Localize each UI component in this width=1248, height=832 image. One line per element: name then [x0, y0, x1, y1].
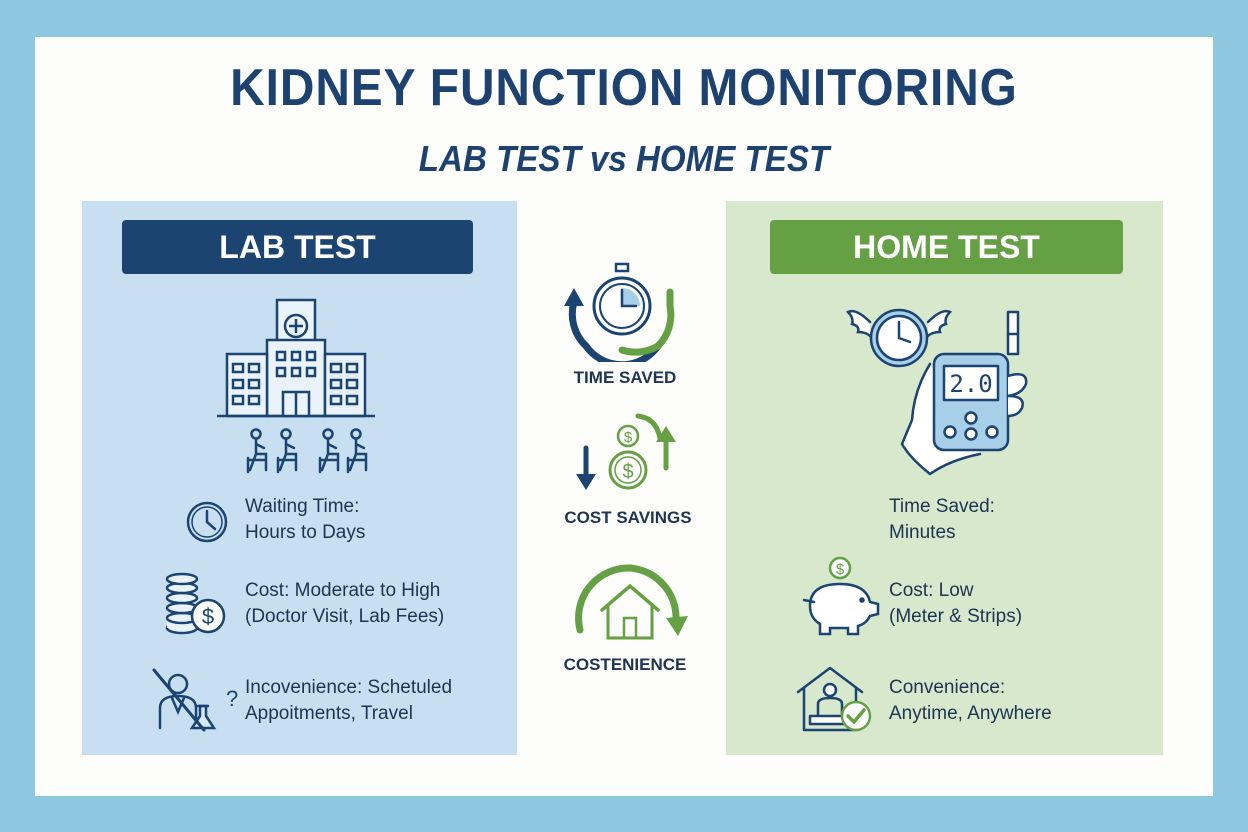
- home-checkmark-icon: [794, 666, 876, 736]
- winged-clock-icon: [846, 302, 952, 368]
- lab-test-panel: [82, 201, 517, 755]
- home-cost-text: Cost: Low(Meter & Strips): [889, 580, 1023, 627]
- lab-cost-text: Cost: Moderate to High(Doctor Visit, Lab…: [245, 580, 445, 627]
- lab-waiting-text: Waiting Time:Hours to Days: [245, 496, 366, 543]
- meter-display-value: 2.0: [949, 370, 993, 398]
- cost-savings-icon: $ $: [568, 408, 684, 496]
- home-test-panel: [726, 201, 1163, 755]
- home-test-header: HOME TEST: [770, 220, 1123, 274]
- no-doctor-icon: ?: [152, 668, 238, 732]
- svg-text:$: $: [202, 604, 214, 629]
- clock-icon: [185, 500, 229, 544]
- home-time-text: Time Saved:Minutes: [889, 496, 995, 543]
- svg-text:$: $: [622, 461, 633, 483]
- convenience-label: COSTENIENCE: [563, 655, 687, 674]
- piggy-bank-icon: $: [800, 556, 882, 636]
- glucose-meter-icon: 2.0: [900, 310, 1036, 478]
- page-title: KIDNEY FUNCTION MONITORING: [230, 59, 1018, 117]
- home-cycle-icon: [568, 560, 692, 642]
- home-convenience-text: Convenience:Anytime, Anywhere: [889, 677, 1052, 724]
- waiting-people-icon: [244, 428, 372, 474]
- svg-text:?: ?: [226, 686, 238, 711]
- hospital-icon: [215, 296, 377, 420]
- svg-text:$: $: [624, 429, 633, 446]
- svg-text:$: $: [836, 561, 845, 578]
- time-saved-label: TIME SAVED: [573, 368, 677, 387]
- lab-test-header: LAB TEST: [122, 220, 473, 274]
- page-subtitle: LAB TEST vs HOME TEST: [418, 138, 830, 179]
- stopwatch-cycle-icon: [560, 262, 684, 362]
- cost-savings-label: COST SAVINGS: [564, 508, 692, 527]
- coins-dollar-icon: $: [162, 572, 228, 636]
